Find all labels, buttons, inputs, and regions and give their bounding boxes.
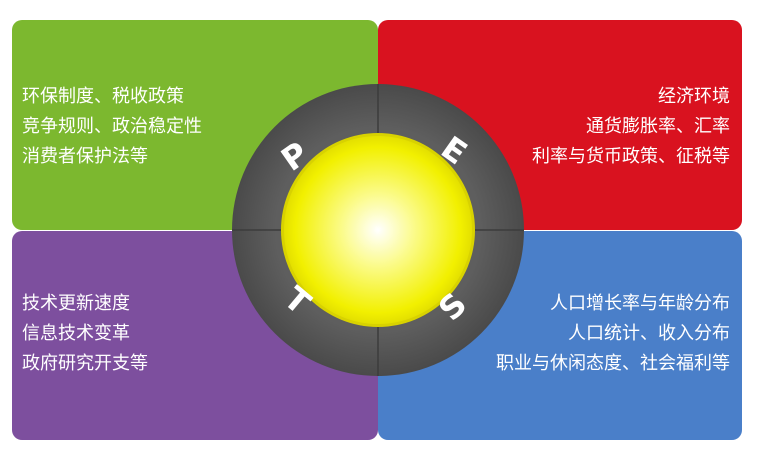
social-text: 人口增长率与年龄分布 人口统计、收入分布 职业与休闲态度、社会福利等	[496, 289, 730, 379]
pest-ring-diagram: P E T S	[232, 84, 524, 376]
technological-line-3: 政府研究开支等	[22, 353, 148, 374]
economic-line-1: 经济环境	[658, 86, 730, 107]
political-text: 环保制度、税收政策 竞争规则、政治稳定性 消费者保护法等	[22, 82, 202, 172]
technological-line-2: 信息技术变革	[22, 323, 130, 344]
political-line-3: 消费者保护法等	[22, 146, 148, 167]
technological-line-1: 技术更新速度	[22, 293, 130, 314]
social-line-2: 人口统计、收入分布	[568, 323, 730, 344]
social-line-1: 人口增长率与年龄分布	[550, 293, 730, 314]
core-circle	[284, 136, 472, 324]
economic-line-3: 利率与货币政策、征税等	[532, 146, 730, 167]
technological-text: 技术更新速度 信息技术变革 政府研究开支等	[22, 289, 148, 379]
economic-text: 经济环境 通货膨胀率、汇率 利率与货币政策、征税等	[532, 82, 730, 172]
social-line-3: 职业与休闲态度、社会福利等	[496, 353, 730, 374]
economic-line-2: 通货膨胀率、汇率	[586, 116, 730, 137]
political-line-2: 竞争规则、政治稳定性	[22, 116, 202, 137]
political-line-1: 环保制度、税收政策	[22, 86, 184, 107]
